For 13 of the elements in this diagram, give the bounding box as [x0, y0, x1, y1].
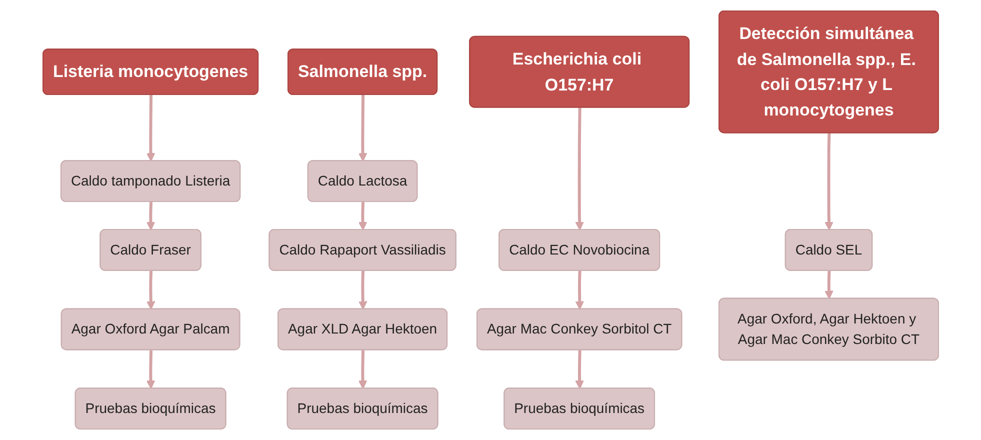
arrow: [824, 133, 834, 230]
arrow: [146, 350, 155, 389]
arrow: [358, 95, 367, 162]
arrow: [574, 108, 584, 230]
arrow: [824, 270, 834, 300]
arrow: [574, 350, 584, 389]
arrow: [146, 202, 155, 230]
arrow: [358, 270, 367, 310]
arrow: [358, 350, 367, 389]
arrow: [575, 270, 584, 310]
arrow: [358, 202, 367, 230]
arrow: [146, 95, 155, 162]
arrow: [146, 270, 155, 310]
